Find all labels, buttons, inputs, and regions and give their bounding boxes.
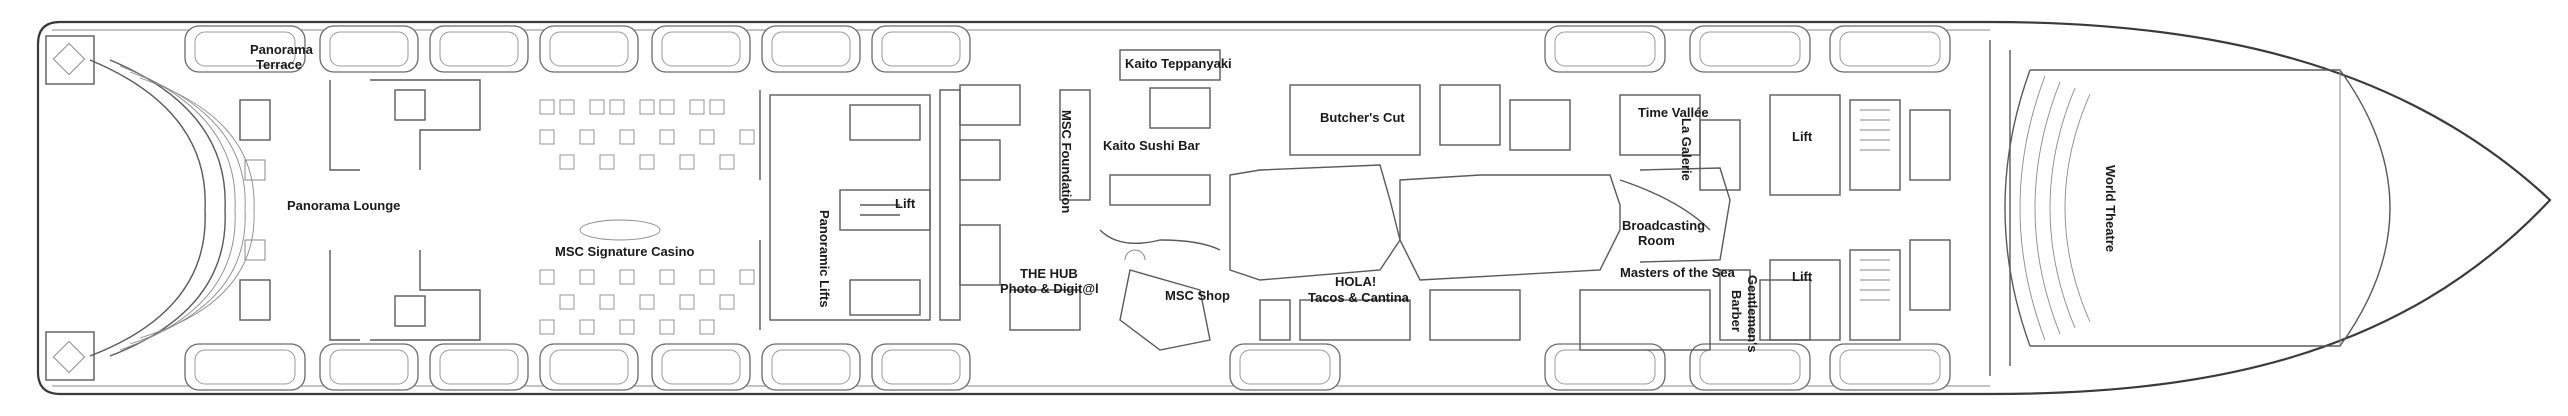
lift-block (769, 89, 961, 321)
label-lift-top: Lift (1792, 129, 1813, 144)
casino-area (329, 79, 761, 341)
panorama-lounge-area (45, 35, 271, 381)
boutique-area (1619, 94, 1741, 231)
label-lift-mid: Lift (895, 196, 916, 211)
label-the-hub-2: Photo & Digit@l (1000, 281, 1099, 296)
lifeboats-top (184, 25, 1951, 73)
label-panorama-terrace-2: Terrace (256, 57, 302, 72)
label-casino: MSC Signature Casino (555, 244, 694, 259)
label-lift-bottom: Lift (1792, 269, 1813, 284)
label-kaito-sushi-bar: Kaito Sushi Bar (1103, 138, 1200, 153)
world-theatre-area (1989, 40, 2391, 376)
label-panorama-terrace-1: Panorama (250, 42, 314, 57)
room-labels: Panorama Terrace Panorama Lounge MSC Sig… (250, 42, 2118, 353)
label-broadcasting-1: Broadcasting (1622, 218, 1705, 233)
label-msc-shop: MSC Shop (1165, 288, 1230, 303)
ship-hull (36, 20, 2552, 396)
kaito-area (959, 49, 1221, 206)
hola-area (1259, 289, 1521, 341)
label-panoramic-lifts: Panoramic Lifts (817, 210, 832, 308)
label-hola-1: HOLA! (1335, 274, 1376, 289)
label-msc-foundation: MSC Foundation (1059, 110, 1074, 213)
label-masters-of-the-sea: Masters of the Sea (1620, 265, 1736, 280)
label-la-galerie: La Galerie (1679, 118, 1694, 181)
butchers-cut-area (1289, 84, 1571, 156)
hub-shop-area (959, 224, 1211, 351)
label-world-theatre: World Theatre (2103, 165, 2118, 252)
label-gentlemens-barber-2: Barber (1729, 290, 1744, 332)
label-the-hub-1: THE HUB (1020, 266, 1078, 281)
lifeboats-bottom (184, 343, 1951, 391)
promenade (1099, 164, 1731, 281)
lift-cores-fore (1769, 94, 1951, 341)
label-kaito-teppanyaki: Kaito Teppanyaki (1125, 56, 1232, 71)
label-panorama-lounge: Panorama Lounge (287, 198, 400, 213)
label-gentlemens-barber-1: Gentlemen's (1745, 275, 1760, 353)
label-butchers-cut: Butcher's Cut (1320, 110, 1405, 125)
label-time-vallee: Time Vallée (1638, 105, 1709, 120)
label-hola-2: Tacos & Cantina (1308, 290, 1410, 305)
label-broadcasting-2: Room (1638, 233, 1675, 248)
